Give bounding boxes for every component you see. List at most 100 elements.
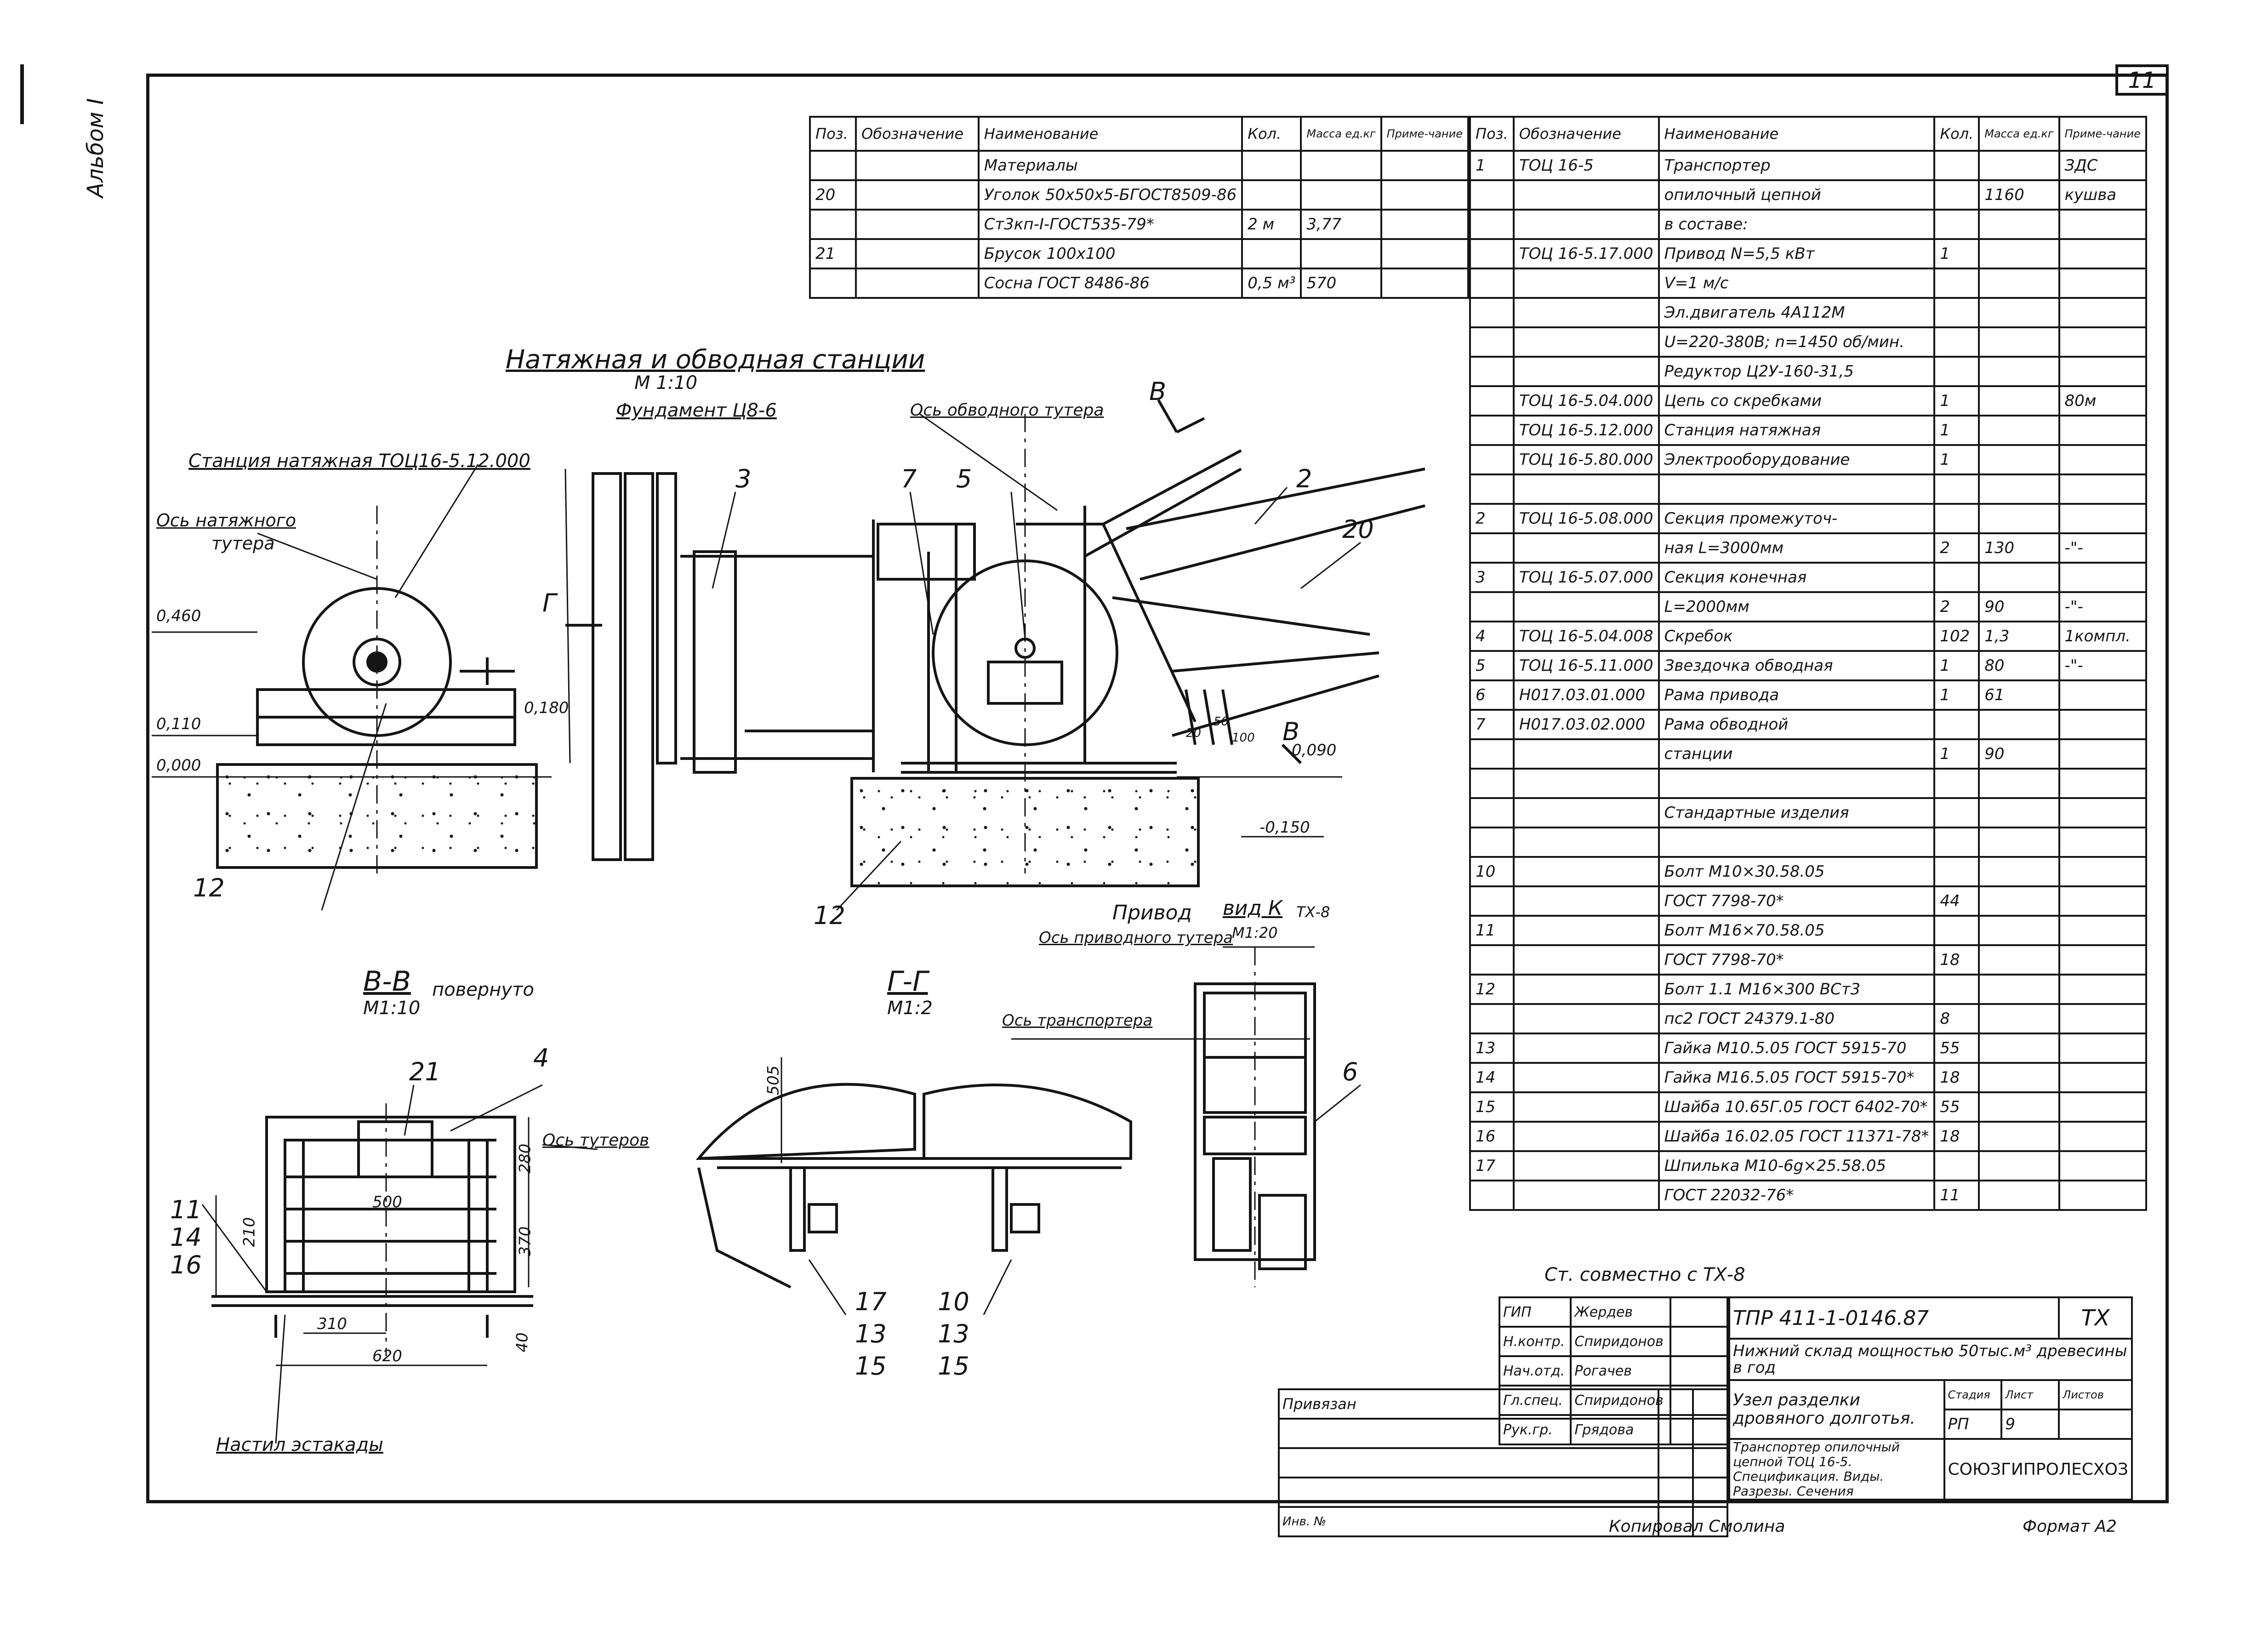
spec-cell-designation [855, 238, 980, 269]
spec-cell-note [2058, 738, 2147, 770]
spec-cell-pos [1469, 827, 1515, 858]
spec-cell-designation [1512, 532, 1660, 564]
stamp-main: ТПР 411-1-0146.87 ТХ Нижний склад мощнос… [1728, 1296, 2133, 1501]
spec-cell-mass [1978, 856, 2060, 887]
spec-cell-mass: 570 [1300, 268, 1382, 299]
spec-cell-designation: ТОЦ 16-5.17.000 [1512, 238, 1660, 269]
spec-cell-note [2058, 885, 2147, 917]
binding-mark [20, 64, 24, 124]
main-title-scale: М 1:10 [634, 372, 698, 394]
spec-cell-name: Редуктор Ц2У-160-31,5 [1658, 356, 1936, 387]
spec-cell-pos: 17 [1469, 1150, 1515, 1181]
stamp-person-signature [1669, 1326, 1729, 1357]
spec-cell-name [1658, 827, 1936, 858]
spec-cell-designation [1512, 1121, 1660, 1152]
spec-cell-designation [1512, 797, 1660, 828]
spec-cell-name: Сосна ГОСТ 8486-86 [977, 268, 1243, 299]
spec-cell-name: Стандартные изделия [1658, 797, 1936, 828]
spec-cell-note [2058, 797, 2147, 828]
spec-cell-qty: 0,5 м³ [1241, 268, 1302, 299]
header-designation: Обозначение [855, 116, 980, 152]
spec-cell-designation [1512, 885, 1660, 917]
stamp-sheet: 9 [2000, 1409, 2060, 1440]
spec-row: V=1 м/с [1469, 268, 2147, 299]
spec-table-right: Поз. Обозначение Наименование Кол. Масса… [1469, 116, 2147, 1211]
spec-cell-pos [1469, 885, 1515, 917]
spec-cell-qty [1933, 797, 1980, 828]
format-label: Формат А2 [2023, 1517, 2117, 1536]
gg-callout-15b: 15 [938, 1352, 969, 1381]
spec-cell-pos [1469, 1003, 1515, 1034]
spec-cell-qty: 18 [1933, 1062, 1980, 1093]
spec-cell-pos: 1 [1469, 150, 1515, 181]
spec-cell-note [1380, 238, 1470, 269]
stamp-head-row: Узел разделки дровяного долготья. Стадия… [1728, 1379, 2133, 1440]
stamp-person-row: Нач.отд.Рогачев [1498, 1355, 1729, 1387]
spec-cell-designation: ТОЦ 16-5.12.000 [1512, 415, 1660, 446]
spec-cell-name [1658, 474, 1936, 505]
spec-cell-designation [855, 179, 980, 211]
spec-cell-mass [1978, 709, 2060, 740]
drive-callout-6: 6 [1342, 1057, 1358, 1086]
spec-cell-mass [1978, 238, 2060, 269]
spec-cell-note [2058, 1180, 2147, 1211]
gg-callout-13b: 13 [938, 1319, 969, 1348]
spec-cell-name: Скребок [1658, 621, 1936, 652]
spec-cell-mass [1978, 797, 2060, 828]
spec-cell-name: Уголок 50х50х5-БГОСТ8509-86 [977, 179, 1243, 211]
spec-cell-pos: 6 [1469, 679, 1515, 711]
spec-cell-qty: 18 [1933, 1121, 1980, 1152]
vv-dim-210: 210 [240, 1217, 259, 1247]
stamp-person-role: Нач.отд. [1498, 1355, 1572, 1387]
spec-cell-note [2058, 503, 2147, 534]
spec-cell-qty: 2 [1933, 591, 1980, 622]
spec-cell-pos: 15 [1469, 1091, 1515, 1123]
spec-cell-note [2058, 709, 2147, 740]
page-number: 11 [2115, 64, 2169, 96]
stamp-sheet-header: Лист [2000, 1379, 2060, 1410]
spec-cell-note [2058, 1121, 2147, 1152]
spec-cell-name: ГОСТ 7798-70* [1658, 944, 1936, 976]
spec-cell-note: 1компл. [2058, 621, 2147, 652]
spec-cell-designation: ТОЦ 16-5.11.000 [1512, 650, 1660, 681]
spec-cell-qty [1933, 297, 1980, 328]
spec-cell-qty [1933, 356, 1980, 387]
vv-callout-4: 4 [533, 1044, 549, 1073]
spec-cell-qty [1933, 268, 1980, 299]
spec-cell-designation: ТОЦ 16-5.07.000 [1512, 562, 1660, 593]
spec-cell-pos [1469, 474, 1515, 505]
foundation-label: Фундамент Ц8-6 [616, 400, 777, 421]
spec-cell-mass [1978, 1091, 2060, 1123]
header-pos: Поз. [809, 116, 857, 152]
spec-cell-designation [1512, 474, 1660, 505]
spec-cell-designation [1512, 1062, 1660, 1093]
spec-cell-designation [1512, 827, 1660, 858]
spec-cell-name: U=220-380В; n=1450 об/мин. [1658, 326, 1936, 358]
spec-cell-name: ная L=3000мм [1658, 532, 1936, 564]
spec-cell-qty: 55 [1933, 1091, 1980, 1123]
spec-row: в составе: [1469, 209, 2147, 240]
stamp-value-row: РП 9 [1729, 1409, 2133, 1440]
vv-dim-620: 620 [372, 1347, 402, 1365]
spec-cell-pos: 10 [1469, 856, 1515, 887]
spec-cell-name: Привод N=5,5 кВт [1658, 238, 1936, 269]
spec-cell-qty [1933, 827, 1980, 858]
spec-cell-qty: 1 [1933, 650, 1980, 681]
spec-cell-designation [1512, 591, 1660, 622]
spec-row: Редуктор Ц2У-160-31,5 [1469, 356, 2147, 387]
spec-cell-pos [1469, 385, 1515, 417]
spec-cell-note [2058, 415, 2147, 446]
spec-cell-mass: 3,77 [1300, 209, 1382, 240]
spec-cell-qty: 2 [1933, 532, 1980, 564]
drive-label: Привод [1112, 901, 1192, 924]
spec-cell-pos [1469, 209, 1515, 240]
header-note: Приме-чание [2058, 116, 2147, 152]
spec-cell-note: -"- [2058, 532, 2147, 564]
spec-cell-qty [1241, 238, 1302, 269]
